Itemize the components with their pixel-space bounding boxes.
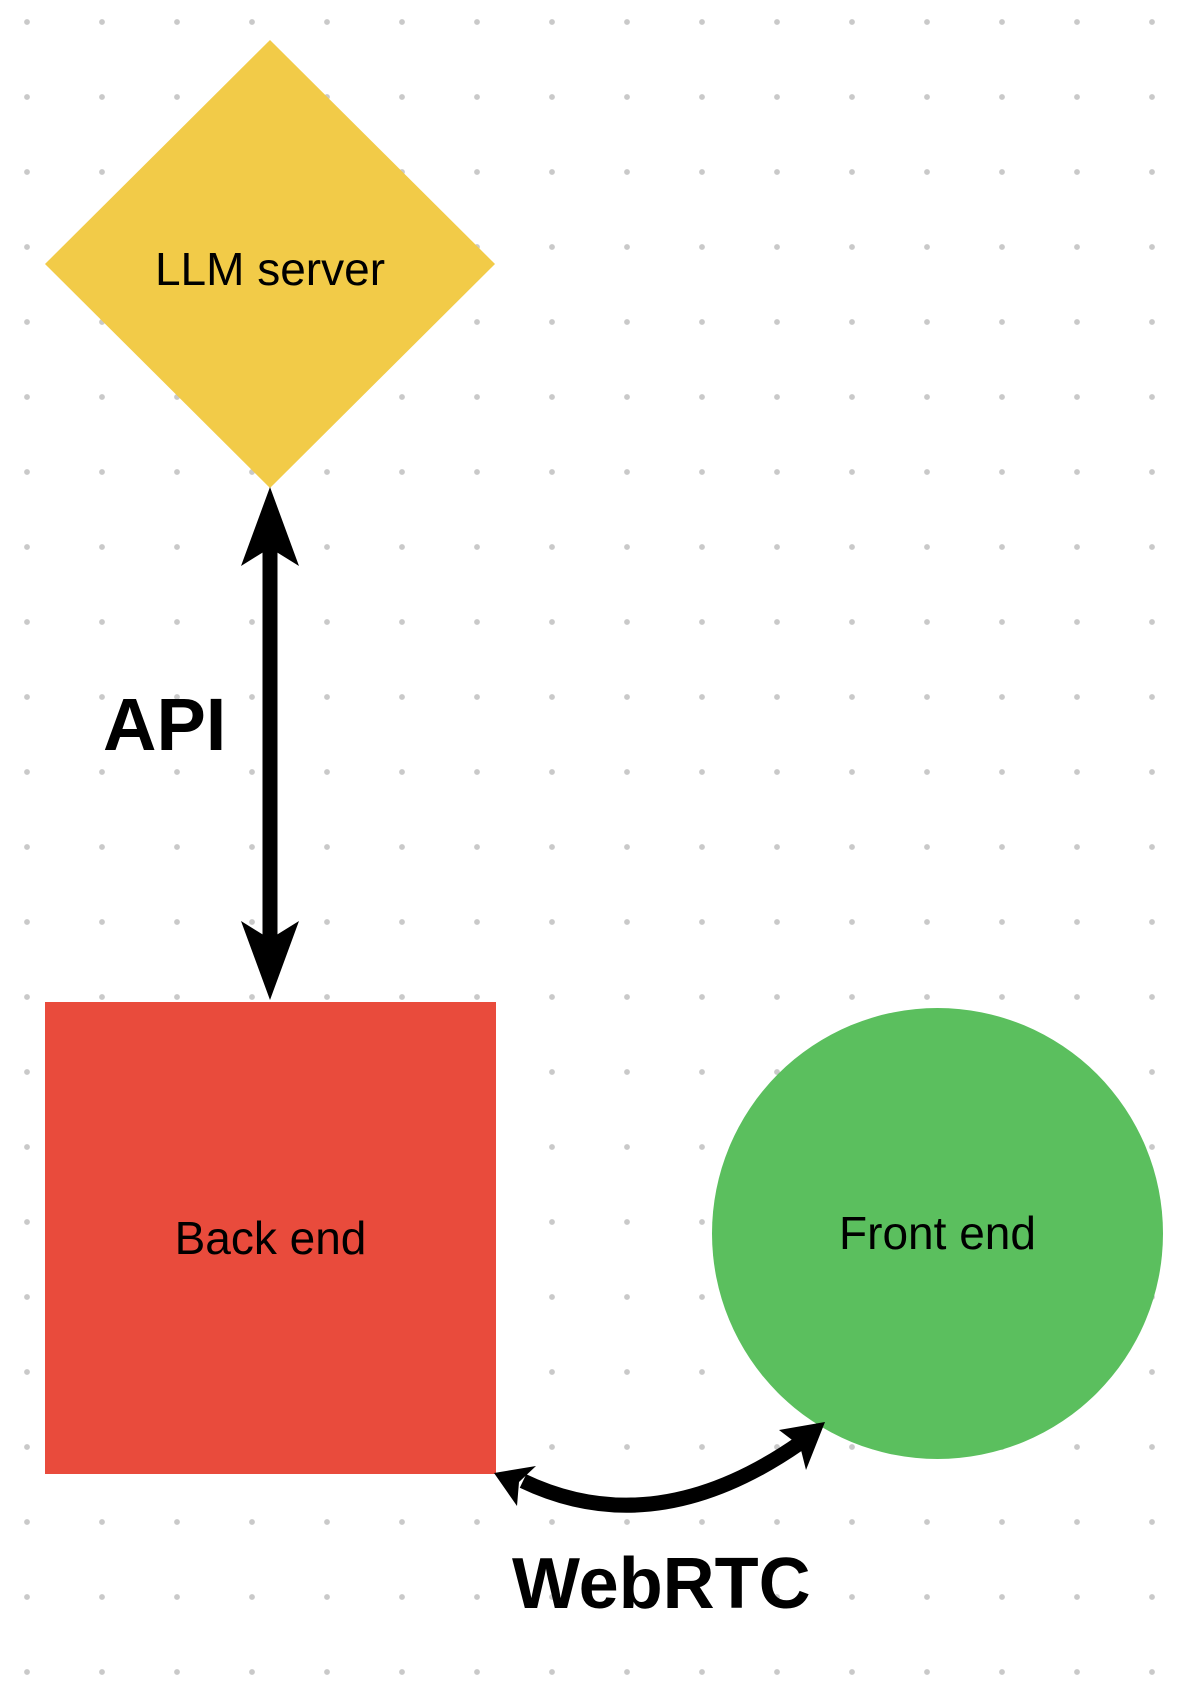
- webrtc-arrowhead-left-icon: [494, 1466, 536, 1506]
- node-label-front-end: Front end: [839, 1207, 1036, 1259]
- node-label-back-end: Back end: [174, 1212, 367, 1264]
- node-front-end[interactable]: Front end: [712, 1008, 1163, 1459]
- api-arrowhead-down-icon: [241, 921, 299, 1000]
- edge-api[interactable]: [241, 487, 299, 1000]
- api-arrowhead-up-icon: [241, 487, 299, 566]
- edge-label-api: API: [103, 683, 227, 766]
- square-shape: [45, 1002, 496, 1474]
- edge-label-webrtc: WebRTC: [512, 1544, 811, 1624]
- node-llm-server[interactable]: LLM server: [45, 40, 495, 488]
- node-back-end[interactable]: Back end: [45, 1002, 496, 1474]
- circle-shape: [712, 1008, 1163, 1459]
- node-label-llm-server: LLM server: [154, 243, 386, 295]
